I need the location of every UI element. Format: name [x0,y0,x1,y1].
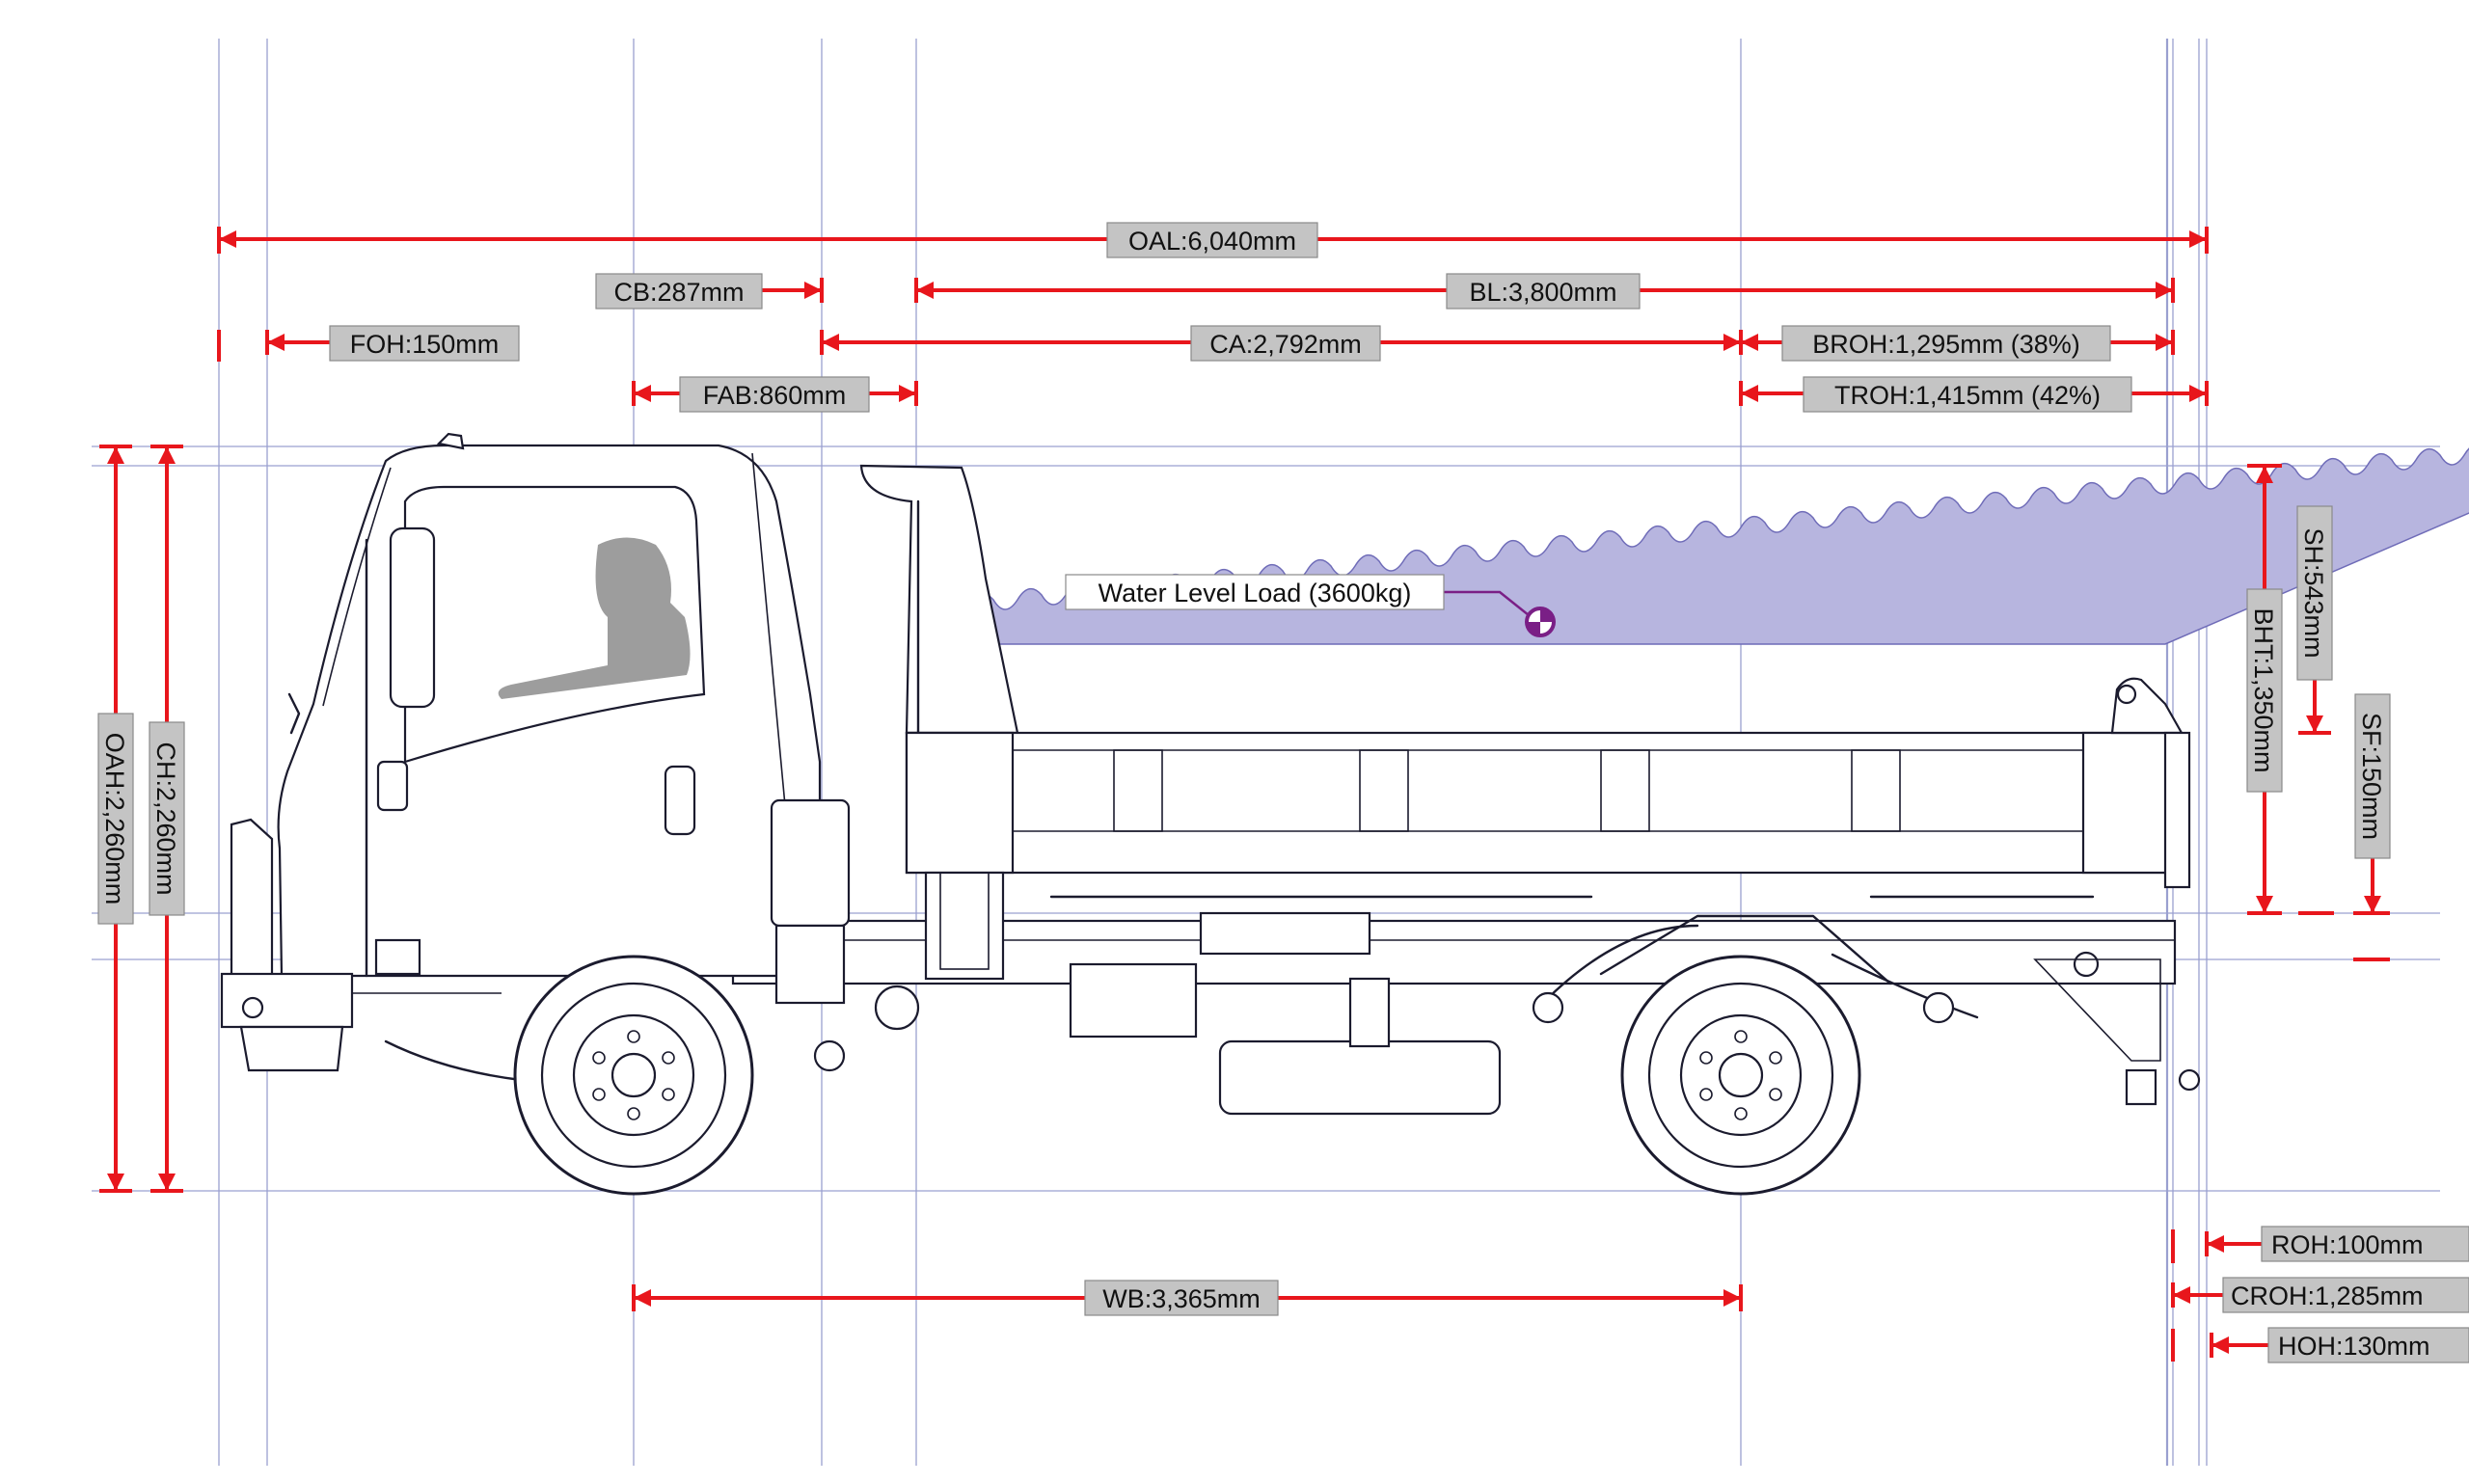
driver-silhouette [498,537,691,699]
troh-label: TROH:1,415mm (42%) [1803,376,2132,413]
wb-label: WB:3,365mm [1084,1280,1279,1316]
oah-label: OAH:2,260mm [97,713,134,925]
svg-text:TROH:1,415mm (42%): TROH:1,415mm (42%) [1834,381,2101,410]
svg-text:SF:150mm: SF:150mm [2357,713,2386,840]
svg-text:OAL:6,040mm: OAL:6,040mm [1128,227,1296,256]
cb-label: CB:287mm [595,273,763,310]
svg-text:ROH:100mm: ROH:100mm [2271,1230,2424,1259]
side-mirror [389,526,436,709]
chassis-components [770,798,2201,1116]
sf-label: SF:150mm [2354,693,2391,859]
roh-label: ROH:100mm [2261,1226,2469,1262]
front-bumper [220,818,523,1082]
water-level-load [920,447,2469,645]
broh-label: BROH:1,295mm (38%) [1781,325,2111,362]
svg-text:CH:2,260mm: CH:2,260mm [151,742,180,895]
svg-text:OAH:2,260mm: OAH:2,260mm [100,733,129,905]
svg-text:CB:287mm: CB:287mm [613,278,744,307]
cab [277,432,822,994]
svg-text:BL:3,800mm: BL:3,800mm [1469,278,1616,307]
dump-body [859,464,2191,981]
ca-label: CA:2,792mm [1190,325,1381,362]
bl-label: BL:3,800mm [1446,273,1641,310]
truck-drawing [220,432,2201,1196]
svg-text:FOH:150mm: FOH:150mm [350,330,500,359]
svg-text:HOH:130mm: HOH:130mm [2278,1332,2430,1361]
rear-wheel [1620,955,1861,1196]
svg-text:Water Level Load (3600kg): Water Level Load (3600kg) [1099,579,1412,607]
svg-text:CA:2,792mm: CA:2,792mm [1209,330,1362,359]
front-wheel [513,955,754,1196]
bht-label: BHT:1,350mm [2246,588,2283,793]
water-level-load-label: Water Level Load (3600kg) [1065,574,1445,610]
hoh-label: HOH:130mm [2267,1327,2469,1363]
foh-label: FOH:150mm [329,325,520,362]
dimension-labels: OAL:6,040mm CB:287mm BL:3,800mm FOH:150m… [97,222,2469,1363]
oal-label: OAL:6,040mm [1106,222,1318,258]
sh-label: SH:543mm [2296,505,2333,681]
ch-label: CH:2,260mm [149,721,185,916]
svg-text:SH:543mm: SH:543mm [2299,527,2328,658]
svg-text:FAB:860mm: FAB:860mm [703,381,847,410]
center-of-gravity-marker [1442,590,1556,637]
svg-text:BROH:1,295mm (38%): BROH:1,295mm (38%) [1812,330,2080,359]
svg-text:WB:3,365mm: WB:3,365mm [1102,1284,1261,1313]
fab-label: FAB:860mm [679,376,870,413]
svg-text:CROH:1,285mm: CROH:1,285mm [2231,1282,2424,1310]
croh-label: CROH:1,285mm [2222,1277,2469,1313]
svg-text:BHT:1,350mm: BHT:1,350mm [2249,607,2278,772]
